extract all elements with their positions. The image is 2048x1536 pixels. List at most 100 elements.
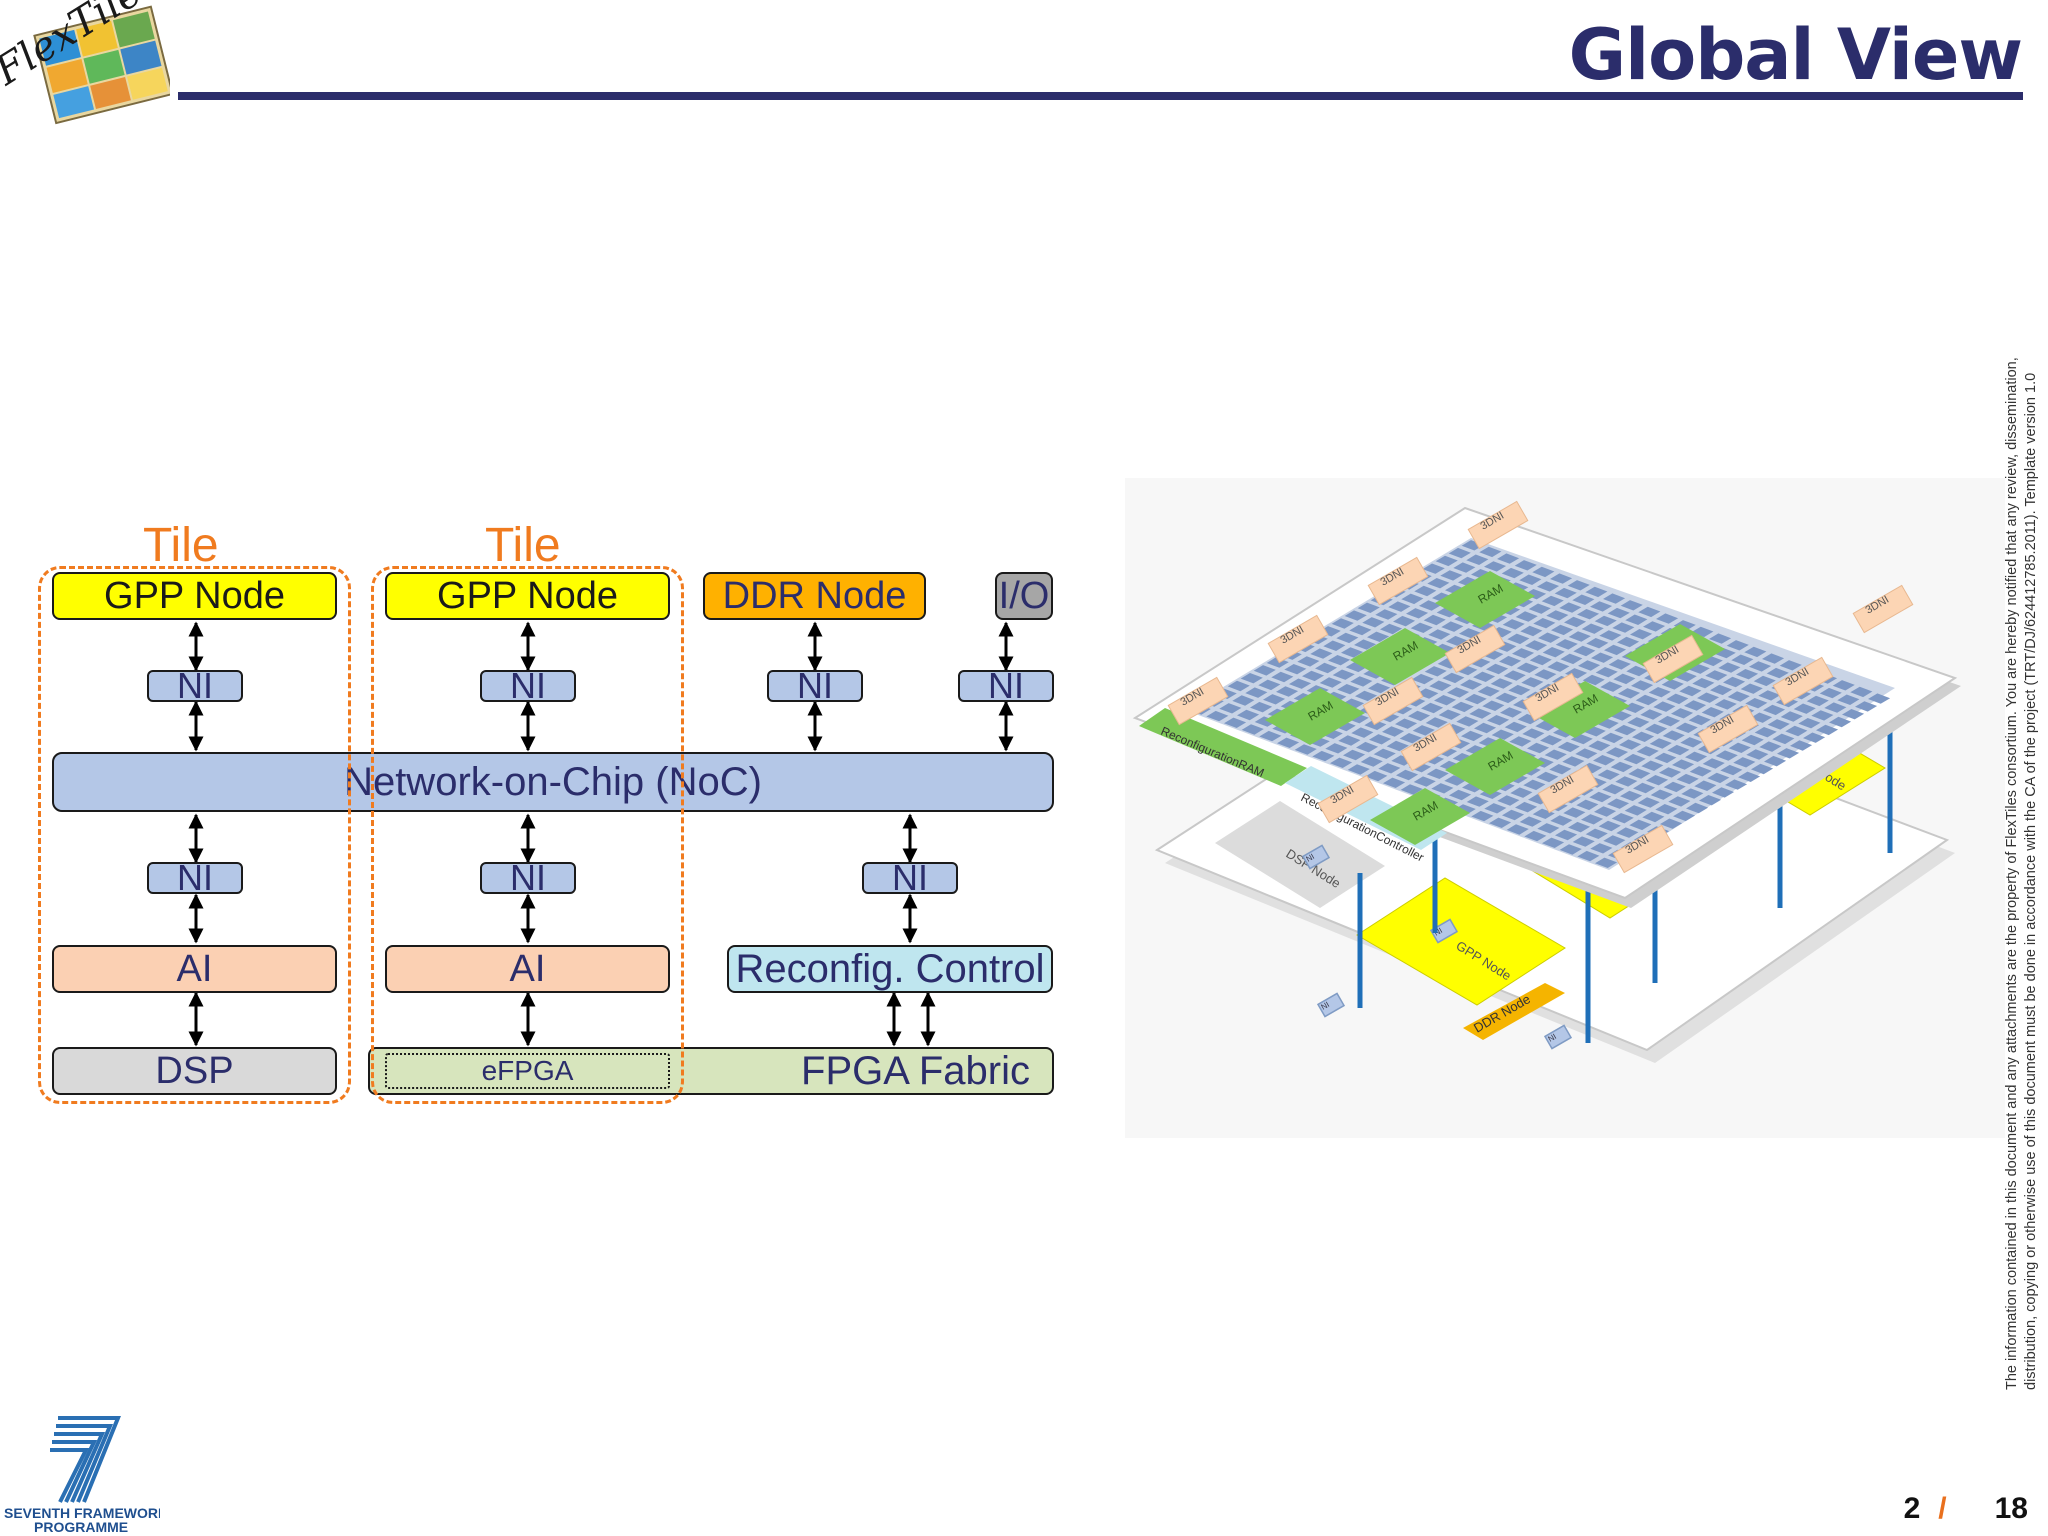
grid-cell — [1753, 675, 1776, 687]
grid-cell — [1785, 725, 1808, 737]
grid-cell — [1715, 750, 1738, 761]
grid-cell — [1507, 633, 1530, 645]
grid-cell — [1642, 811, 1665, 823]
grid-cell — [1819, 687, 1842, 699]
grid-cell — [1422, 563, 1445, 574]
grid-cell — [1672, 759, 1695, 770]
grid-cell — [1585, 586, 1608, 598]
grid-cell — [1456, 716, 1479, 727]
grid-cell — [1532, 566, 1555, 578]
grid-cell — [1519, 574, 1542, 585]
grid-cell — [1560, 653, 1583, 665]
grid-cell — [1746, 749, 1769, 760]
grid-cell — [1655, 804, 1678, 815]
grid-cell — [1378, 763, 1401, 774]
grid-cell — [1712, 787, 1735, 798]
grid-cell — [1338, 735, 1361, 746]
grid-cell — [1382, 726, 1405, 737]
grid-cell — [1414, 585, 1437, 597]
ni-upper-3: NI — [767, 665, 863, 706]
grid-cell — [1266, 657, 1289, 668]
ni-lower-3: NI — [862, 857, 958, 898]
grid-cell — [1612, 622, 1635, 633]
grid-cell — [1294, 744, 1317, 755]
grid-cell — [1632, 731, 1655, 742]
grid-cell — [1832, 680, 1855, 691]
grid-cell — [1424, 666, 1447, 677]
grid-cell — [1506, 824, 1529, 835]
grid-cell — [1341, 647, 1364, 658]
grid-cell — [1331, 618, 1354, 629]
chip-3d-illustration: GPP Node GPP Node GPP Node DSP Node DSP … — [1125, 478, 2005, 1138]
grid-cell — [1259, 730, 1282, 742]
grid-cell — [1594, 806, 1617, 817]
grid-cell — [1460, 679, 1483, 690]
grid-cell — [1563, 807, 1586, 818]
grid-cell — [1368, 682, 1391, 694]
grid-cell — [1520, 625, 1543, 637]
grid-cell — [1400, 784, 1423, 795]
grid-cell — [1675, 722, 1698, 733]
gpp-node-2: GPP Node — [385, 572, 670, 620]
grid-cell — [1627, 717, 1650, 728]
upper-layer: ReconfigurationRAM ReconfigurationContro… — [1132, 500, 1961, 908]
grid-cell — [1714, 699, 1737, 710]
grid-cell — [1482, 700, 1505, 711]
grid-cell — [1699, 795, 1722, 806]
ni-lower-2: NI — [480, 857, 576, 898]
grid-cell — [1502, 619, 1525, 630]
ai-node-1: AI — [52, 945, 337, 993]
grid-cell — [1588, 740, 1611, 751]
grid-cell — [1691, 626, 1714, 638]
grid-cell — [1694, 780, 1717, 791]
grid-cell — [1824, 702, 1847, 713]
grid-cell — [1738, 771, 1761, 782]
grid-cell — [1709, 633, 1732, 644]
grid-cell — [1451, 701, 1474, 713]
grid-cell — [1602, 784, 1625, 795]
grid-cell — [1500, 707, 1523, 718]
grid-cell — [1581, 814, 1604, 825]
grid-cell — [1393, 615, 1416, 627]
grid-cell — [1855, 701, 1878, 712]
grid-cell — [1473, 671, 1496, 682]
grid-cell — [1589, 791, 1612, 803]
page-number: 2/18 — [1904, 1492, 2028, 1526]
grid-cell — [1328, 655, 1351, 666]
grid-cell — [1495, 692, 1518, 704]
grid-cell — [1572, 594, 1595, 605]
ni-upper-4: NI — [958, 665, 1054, 706]
grid-cell — [1284, 664, 1307, 675]
grid-cell — [1315, 662, 1338, 674]
grid-cell — [1474, 722, 1497, 734]
grid-cell — [1527, 742, 1550, 754]
grid-cell — [1663, 781, 1686, 793]
grid-cell — [1319, 677, 1342, 688]
grid-cell — [1620, 600, 1643, 611]
grid-cell — [1754, 727, 1777, 738]
grid-cell — [1613, 673, 1636, 685]
grid-cell — [1388, 601, 1411, 612]
grid-cell — [1490, 678, 1513, 689]
grid-cell — [1565, 668, 1588, 679]
grid-cell — [1425, 717, 1448, 728]
grid-cell — [1668, 796, 1691, 807]
grid-cell — [1330, 757, 1353, 768]
grid-cell — [1576, 799, 1599, 811]
grid-cell — [1559, 844, 1582, 855]
chip-label-ni-6: NI — [1305, 852, 1316, 864]
grid-cell — [1660, 818, 1683, 829]
grid-cell — [1501, 567, 1524, 579]
grid-cell — [1723, 676, 1746, 688]
grid-cell — [1607, 607, 1630, 619]
grid-cell — [1532, 808, 1555, 819]
grid-cell — [1413, 776, 1436, 787]
tile-boundary-1 — [38, 566, 351, 1104]
grid-cell — [1412, 725, 1435, 736]
grid-cell — [1750, 712, 1773, 723]
grid-cell — [1606, 747, 1629, 758]
grid-cell — [1803, 732, 1826, 743]
grid-cell — [1733, 757, 1756, 768]
grid-cell — [1616, 827, 1639, 838]
grid-cell — [1245, 687, 1268, 698]
